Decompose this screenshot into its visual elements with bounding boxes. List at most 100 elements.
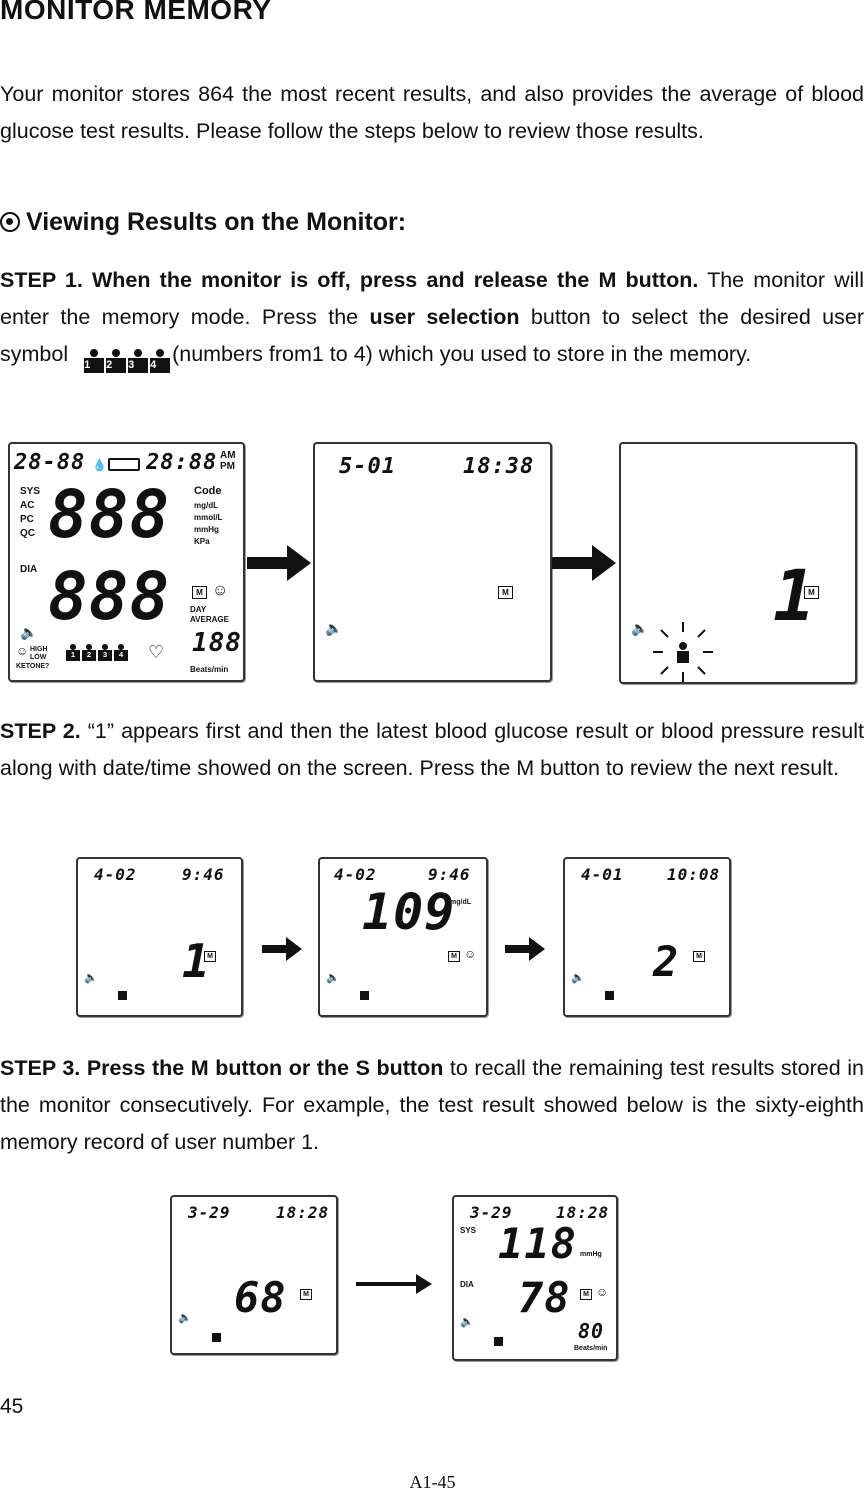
user-4-icon: 4: [150, 349, 171, 375]
lcd-bp-result: 3-29 18:28 SYS 118 mmHg DIA 78 M ☺ 🔈 80 …: [452, 1195, 618, 1361]
code-label: Code: [194, 485, 222, 497]
lcd-date: 3-29: [188, 1203, 231, 1222]
section-heading-text: Viewing Results on the Monitor:: [26, 208, 407, 236]
memory-m-icon: M: [448, 951, 460, 962]
speaker-icon: 🔈: [178, 1312, 192, 1324]
step1-lead: STEP 1. When the monitor is off, press a…: [0, 268, 699, 292]
dia-label: DIA: [20, 564, 38, 575]
speaker-icon: 🔈: [571, 972, 585, 984]
lcd-systolic: 118: [498, 1219, 577, 1268]
arrow-icon: [262, 937, 302, 961]
ketone-label: KETONE?: [16, 663, 50, 670]
step1-paragraph: STEP 1. When the monitor is off, press a…: [0, 262, 864, 375]
beats-label: Beats/min: [574, 1345, 608, 1352]
memory-m-icon: M: [498, 586, 513, 599]
speaker-icon: 🔈: [326, 972, 340, 984]
drop-icon: 💧: [92, 458, 107, 472]
smiley-icon: ☺: [596, 1285, 609, 1299]
page-number: 45: [0, 1395, 24, 1418]
user-2-icon: 2: [106, 349, 127, 375]
arrow-icon: [505, 937, 545, 961]
page-title: MONITOR MEMORY: [0, 0, 272, 25]
speaker-icon: 🔈: [84, 972, 98, 984]
day-label: DAY: [190, 605, 207, 614]
unit-mmol: mmol/L: [194, 513, 223, 522]
step3-text: to recall the remaining test results sto…: [0, 1056, 864, 1154]
smiley-icon: ☺: [464, 947, 477, 961]
high-label: HIGH: [30, 646, 48, 653]
intro-paragraph: Your monitor stores 864 the most recent …: [0, 82, 864, 143]
user-4-icon: 4: [114, 644, 128, 664]
lcd-glucose-value: 109: [362, 883, 456, 941]
memory-m-icon: M: [204, 951, 216, 962]
unit-label: mmHg: [580, 1251, 602, 1258]
lcd-pulse: 80: [578, 1319, 605, 1343]
smiley-small-icon: ☺: [16, 644, 29, 658]
lcd-diastolic: 78: [518, 1273, 571, 1322]
step3-lead: STEP 3. Press the M button or the S butt…: [0, 1056, 444, 1080]
beats-label: Beats/min: [190, 665, 229, 674]
user-icon: [605, 991, 614, 1000]
user-1-icon: 1: [66, 644, 80, 664]
user-icon: [212, 1333, 221, 1342]
user-icon: [494, 1337, 503, 1346]
lcd-time: 10:08: [667, 865, 721, 884]
lcd-date: 4-01: [581, 865, 624, 884]
lcd-time: 18:38: [463, 454, 535, 479]
average-label: AVERAGE: [190, 615, 229, 624]
lcd-record-68: 3-29 18:28 68 M 🔈: [170, 1195, 338, 1355]
unit-label: mg/dL: [450, 899, 471, 906]
ac-label: AC: [20, 500, 35, 511]
speaker-icon: 🔈: [325, 620, 343, 636]
memory-m-icon: M: [580, 1289, 592, 1300]
lcd-memory-mode: 5-01 18:38 M 🔈: [313, 442, 552, 682]
lcd-record-number: 2: [653, 937, 680, 986]
blinking-user-icon: [653, 622, 713, 682]
lcd-time: 9:46: [182, 865, 225, 884]
step2-text: “1” appears first and then the latest bl…: [0, 719, 864, 780]
unit-kpa: KPa: [194, 537, 210, 546]
lcd-big-bottom: 888: [48, 558, 171, 635]
user-3-icon: 3: [98, 644, 112, 664]
user-icon: [118, 991, 127, 1000]
heartbeat-icon: ♡: [148, 642, 165, 662]
smiley-icon: ☺: [212, 582, 229, 599]
circled-dot-icon: [0, 212, 20, 232]
step3-paragraph: STEP 3. Press the M button or the S butt…: [0, 1050, 864, 1161]
lcd-glucose-result: 4-02 9:46 109 mg/dL M ☺ 🔈: [318, 857, 488, 1017]
step1-text-c: (numbers from1 to 4) which you used to s…: [172, 342, 752, 366]
pm-label: PM: [220, 461, 235, 472]
pc-label: PC: [20, 514, 34, 525]
user-3-icon: 3: [128, 349, 149, 375]
unit-mmhg: mmHg: [194, 525, 219, 534]
step1-text-b: button to select the desired user symbol: [0, 305, 864, 366]
lcd-full-display: 28-88 💧 28:88 AM PM SYS AC PC QC 888 Cod…: [8, 442, 245, 682]
step1-text-a: The monitor will enter the memory mode. …: [0, 268, 864, 329]
battery-icon: [108, 458, 140, 471]
lcd-date: 4-02: [334, 865, 377, 884]
lcd-date: 28-88: [14, 450, 86, 475]
speaker-icon: 🔈: [20, 624, 38, 640]
document-code: A1-45: [409, 1472, 456, 1492]
lcd-record-number: 1: [773, 555, 817, 637]
memory-m-icon: M: [192, 586, 207, 599]
memory-m-icon: M: [693, 951, 705, 962]
lcd-time: 18:28: [276, 1203, 330, 1222]
lcd-record-1: 4-02 9:46 1 M 🔈: [76, 857, 243, 1017]
user-1-icon: 1: [84, 349, 105, 375]
user-2-icon: 2: [82, 644, 96, 664]
memory-m-icon: M: [300, 1289, 312, 1300]
arrow-icon: [247, 545, 311, 581]
section-heading: Viewing Results on the Monitor:: [0, 208, 406, 237]
lcd-record-2: 4-01 10:08 2 M 🔈: [563, 857, 731, 1017]
dia-label: DIA: [460, 1280, 474, 1289]
step2-paragraph: STEP 2. “1” appears first and then the l…: [0, 713, 864, 787]
step1-bold-mid: user selection: [369, 305, 520, 329]
lcd-time: 28:88: [146, 450, 218, 475]
low-label: LOW: [30, 654, 47, 661]
arrow-icon: [356, 1274, 432, 1294]
am-label: AM: [220, 450, 236, 461]
step2-lead: STEP 2.: [0, 719, 81, 743]
